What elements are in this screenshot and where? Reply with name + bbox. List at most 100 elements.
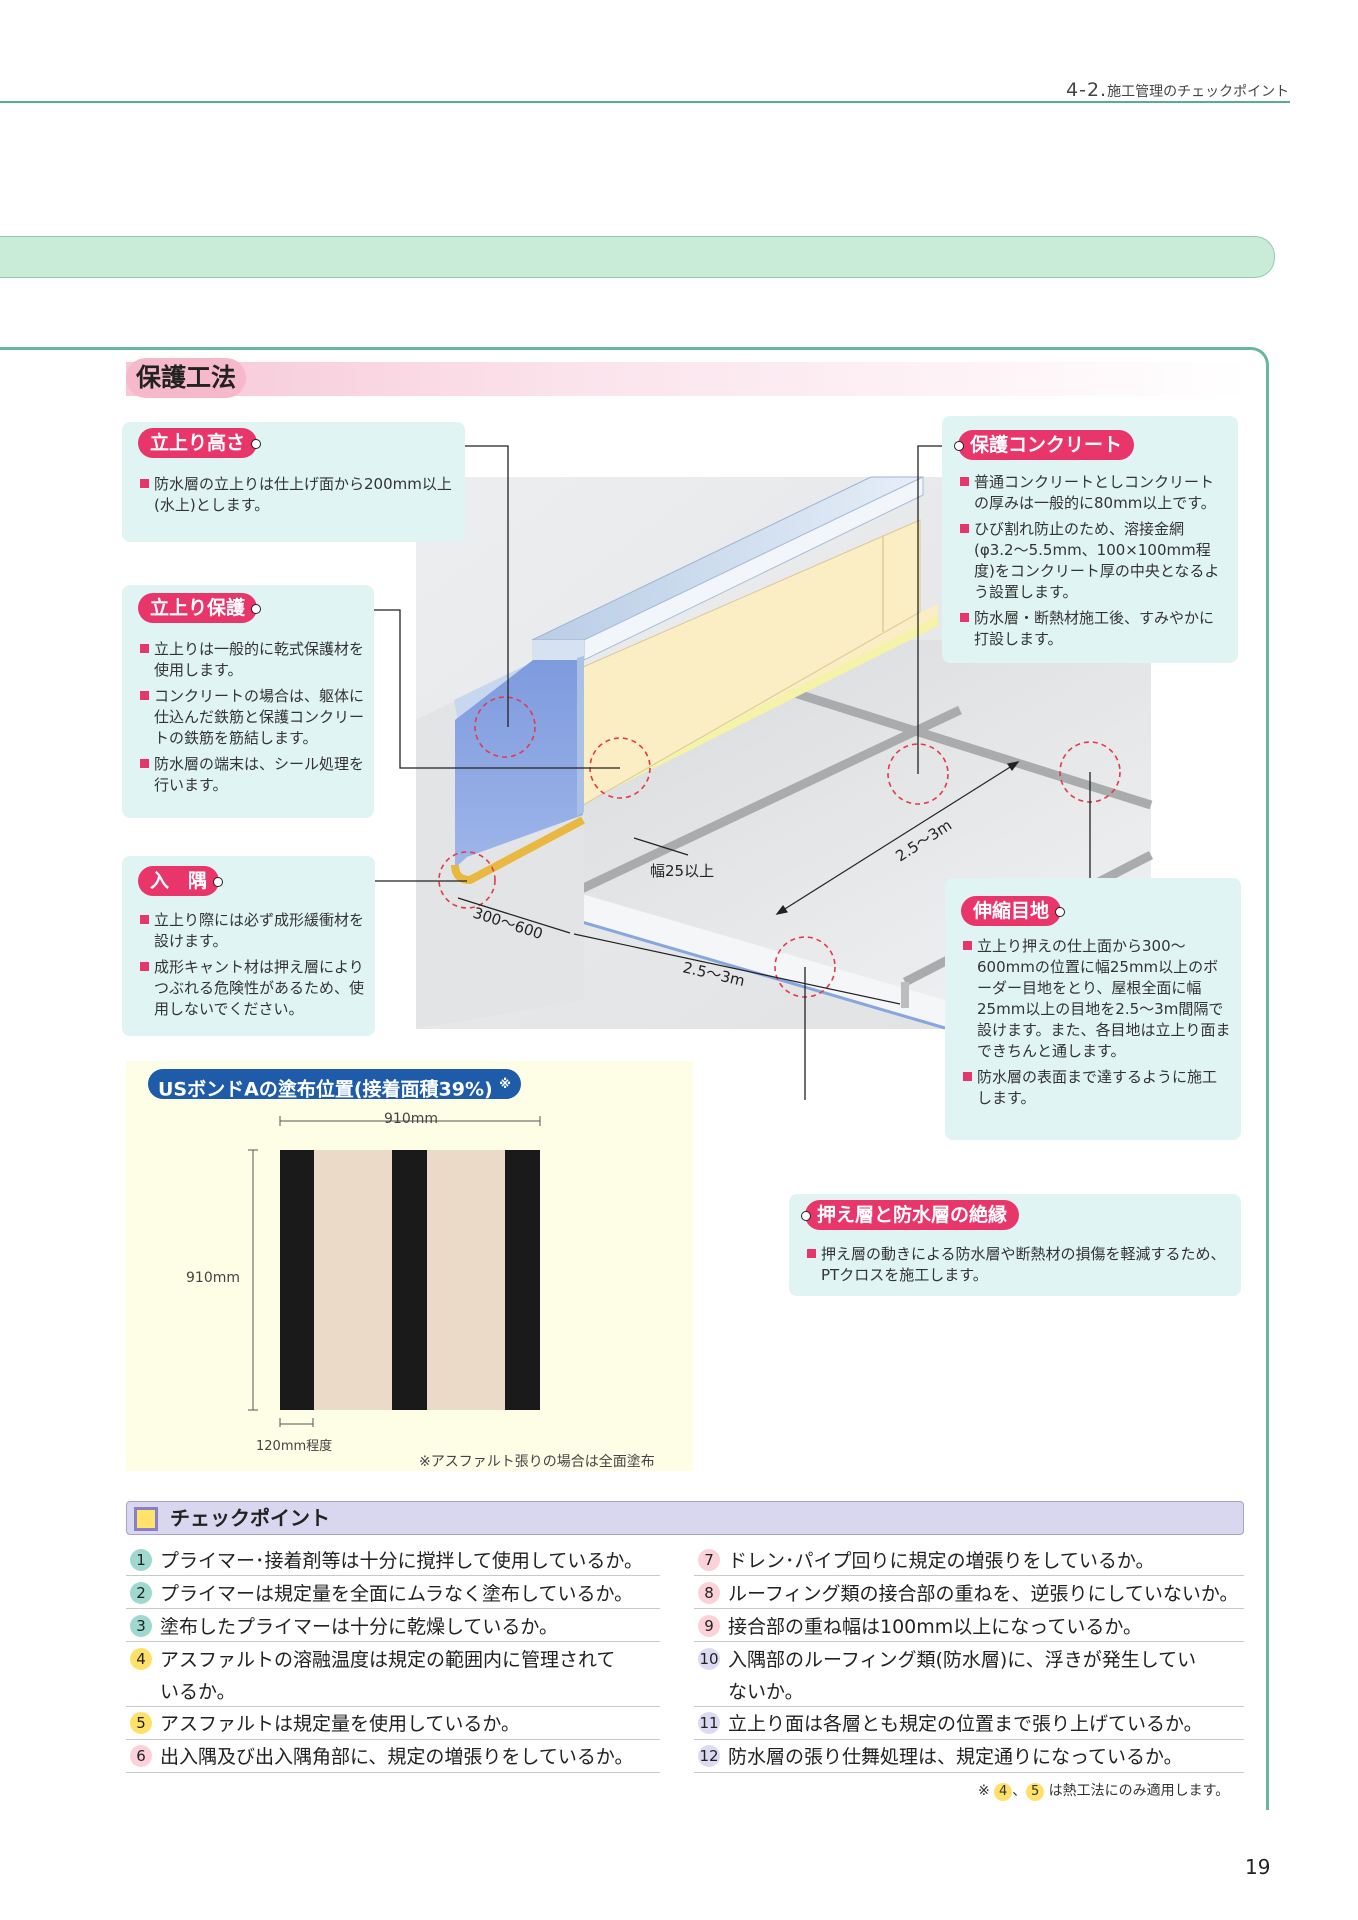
parapet-wall: [416, 637, 585, 1029]
section-title: 保護工法: [126, 358, 247, 398]
parapet-coping-cap: [531, 476, 924, 816]
checkpoint-text-line: 立上り面は各層とも規定の位置まで張り上げているか。: [728, 1713, 1203, 1735]
callout-osae-zetsuen: 押え層と防水層の絶縁 押え層の動きによる防水層や断熱材の損傷を軽減するため、PT…: [789, 1194, 1241, 1296]
checkpoint-number-badge: 4: [130, 1648, 152, 1670]
checkpoint-text: 入隅部のルーフィング類(防水層)に、浮きが発生していないか。: [728, 1644, 1196, 1708]
callout-items: 立上り際には必ず成形緩衝材を設けます。 成形キャント材は押え層によりつぶれる危険…: [140, 910, 365, 1025]
checkpoint-number-badge: 9: [698, 1615, 720, 1637]
checkpoint-divider: [126, 1772, 660, 1773]
checkpoint-number-badge: 11: [698, 1712, 720, 1734]
callout-irisumi: 入 隅 立上り際には必ず成形緩衝材を設けます。 成形キャント材は押え層によりつぶ…: [122, 856, 375, 1036]
bond-width-label: 910mm: [384, 1111, 438, 1127]
checkpoint-item: 3 塗布したプライマーは十分に乾燥しているか。: [130, 1611, 660, 1643]
checkpoint-divider: [694, 1772, 1244, 1773]
callout-items: 押え層の動きによる防水層や断熱材の損傷を軽減するため、PTクロスを施工します。: [807, 1244, 1231, 1291]
checkpoint-text: プライマーは規定量を全面にムラなく塗布しているか。: [160, 1578, 633, 1610]
checkpoint-text-line: アスファルトは規定量を使用しているか。: [160, 1713, 521, 1735]
checkpoint-divider: [694, 1641, 1244, 1642]
checkpoint-item: 11 立上り面は各層とも規定の位置まで張り上げているか。: [698, 1708, 1244, 1740]
list-item: 成形キャント材は押え層によりつぶれる危険性があるため、使用しないでください。: [140, 957, 365, 1020]
bond-stripe-diagram: [248, 1116, 541, 1427]
checkpoint-number-badge: 3: [130, 1615, 152, 1637]
checkpoint-text: 防水層の張り仕舞処理は、規定通りになっているか。: [728, 1741, 1183, 1773]
checkpoint-text-line: ないか。: [728, 1681, 804, 1703]
checkpoint-divider: [694, 1739, 1244, 1740]
callout-items: 立上りは一般的に乾式保護材を使用します。 コンクリートの場合は、躯体に仕込んだ鉄…: [140, 639, 364, 801]
checkpoint-number-badge: 10: [698, 1648, 720, 1670]
content-frame: [0, 347, 1269, 1810]
checkpoint-text-line: いるか。: [160, 1681, 236, 1703]
list-item: 防水層の立上りは仕上げ面から200mm以上(水上)とします。: [140, 474, 455, 516]
checkpoint-item: 2 プライマーは規定量を全面にムラなく塗布しているか。: [130, 1578, 660, 1610]
checkpoint-text: プライマー･接着剤等は十分に撹拌して使用しているか。: [160, 1545, 643, 1577]
checkpoint-item: 6 出入隅及び出入隅角部に、規定の増張りをしているか。: [130, 1741, 660, 1773]
list-item: 防水層・断熱材施工後、すみやかに打設します。: [960, 608, 1228, 650]
callout-tachiagari-hogo: 立上り保護 立上りは一般的に乾式保護材を使用します。 コンクリートの場合は、躯体…: [122, 585, 374, 818]
checkpoint-item: 12 防水層の張り仕舞処理は、規定通りになっているか。: [698, 1741, 1244, 1773]
checkpoint-text: 塗布したプライマーは十分に乾燥しているか。: [160, 1611, 558, 1643]
bond-panel-title: USボンドAの塗布位置(接着面積39%) ※: [148, 1069, 521, 1100]
checkpoint-text-line: 接合部の重ね幅は100mm以上になっているか。: [728, 1616, 1142, 1638]
bond-stripe-width-label: 120mm程度: [256, 1439, 333, 1454]
checkpoint-number-badge: 5: [130, 1712, 152, 1734]
checkpoint-item: 9 接合部の重ね幅は100mm以上になっているか。: [698, 1611, 1244, 1643]
page-number: 19: [1245, 1855, 1271, 1879]
callout-tachiagari-takasa: 立上り高さ 防水層の立上りは仕上げ面から200mm以上(水上)とします。: [122, 422, 465, 542]
checkpoint-item: 10 入隅部のルーフィング類(防水層)に、浮きが発生していないか。: [698, 1644, 1244, 1708]
checkpoint-divider: [126, 1706, 660, 1707]
checkpoint-text: 立上り面は各層とも規定の位置まで張り上げているか。: [728, 1708, 1203, 1740]
checkpoint-text-line: 出入隅及び出入隅角部に、規定の増張りをしているか。: [160, 1746, 634, 1768]
header-section: 4-2.施工管理のチェックポイント: [1066, 79, 1289, 101]
checkpoint-item: 7 ドレン･パイプ回りに規定の増張りをしているか。: [698, 1545, 1244, 1577]
checkpoint-number-badge: 6: [130, 1745, 152, 1767]
header-rule: [0, 101, 1290, 103]
checkpoint-divider: [126, 1641, 660, 1642]
list-item: 押え層の動きによる防水層や断熱材の損傷を軽減するため、PTクロスを施工します。: [807, 1244, 1231, 1286]
callout-items: 防水層の立上りは仕上げ面から200mm以上(水上)とします。: [140, 474, 455, 521]
list-item: 防水層の表面まで達するように施工します。: [963, 1067, 1231, 1109]
checkpoint-text-line: ドレン･パイプ回りに規定の増張りをしているか。: [728, 1550, 1155, 1572]
bond-height-label: 910mm: [186, 1270, 240, 1286]
callout-title: 入 隅: [138, 866, 224, 896]
list-item: コンクリートの場合は、躯体に仕込んだ鉄筋と保護コンクリートの鉄筋を筋結します。: [140, 686, 364, 749]
checkpoint-text-line: 塗布したプライマーは十分に乾燥しているか。: [160, 1616, 559, 1638]
header-section-number: 4-2.: [1066, 79, 1108, 101]
callout-title: 押え層と防水層の絶縁: [801, 1200, 1020, 1230]
checkpoint-item: 5 アスファルトは規定量を使用しているか。: [130, 1708, 660, 1740]
checkpoint-header: [126, 1501, 1244, 1535]
checkpoint-number-badge: 12: [698, 1745, 720, 1767]
checkpoint-text-line: ルーフィング類の接合部の重ねを、逆張りにしていないか。: [728, 1583, 1239, 1605]
checkpoint-text: ルーフィング類の接合部の重ねを、逆張りにしていないか。: [728, 1578, 1239, 1610]
checkpoint-number-badge: 2: [130, 1582, 152, 1604]
checkpoint-number-badge: 1: [130, 1549, 152, 1571]
bond-note: ※アスファルト張りの場合は全面塗布: [419, 1454, 655, 1470]
checkpoint-divider: [126, 1739, 660, 1740]
checkpoint-divider: [694, 1706, 1244, 1707]
callout-title: 立上り高さ: [138, 428, 262, 458]
callout-title: 伸縮目地: [961, 896, 1066, 926]
list-item: ひび割れ防止のため、溶接金網(φ3.2〜5.5mm、100×100mm程度)をコ…: [960, 519, 1228, 603]
list-item: 普通コンクリートとしコンクリートの厚みは一般的に80mm以上です。: [960, 472, 1228, 514]
callout-items: 普通コンクリートとしコンクリートの厚みは一般的に80mm以上です。 ひび割れ防止…: [960, 472, 1228, 655]
green-title-band: [0, 236, 1275, 278]
checkpoint-number-badge: 7: [698, 1549, 720, 1571]
list-item: 立上り押えの仕上面から300〜600mmの位置に幅25mm以上のボーダー目地をと…: [963, 936, 1231, 1062]
checkpoint-text-line: プライマーは規定量を全面にムラなく塗布しているか。: [160, 1583, 634, 1605]
list-item: 立上りは一般的に乾式保護材を使用します。: [140, 639, 364, 681]
checkpoint-text-line: プライマー･接着剤等は十分に撹拌して使用しているか。: [160, 1550, 643, 1572]
section-title-gradient: [126, 362, 1250, 396]
list-item: 防水層の端末は、シール処理を行います。: [140, 754, 364, 796]
checkpoint-text-line: 防水層の張り仕舞処理は、規定通りになっているか。: [728, 1746, 1183, 1768]
checkpoint-divider: [126, 1608, 660, 1609]
bond-stripes: [280, 1150, 540, 1410]
checkpoint-title: チェックポイント: [170, 1506, 330, 1530]
checkpoint-footnote: ※ 4、5 は熱工法にのみ適用します。: [978, 1783, 1230, 1801]
checkpoint-text: 接合部の重ね幅は100mm以上になっているか。: [728, 1611, 1142, 1643]
callout-title: 保護コンクリート: [954, 430, 1135, 460]
dimension-lines: [457, 761, 1020, 1005]
checkpoint-divider: [126, 1575, 660, 1576]
checkbox-square-icon: [134, 1507, 158, 1531]
checkpoint-text: ドレン･パイプ回りに規定の増張りをしているか。: [728, 1545, 1155, 1577]
